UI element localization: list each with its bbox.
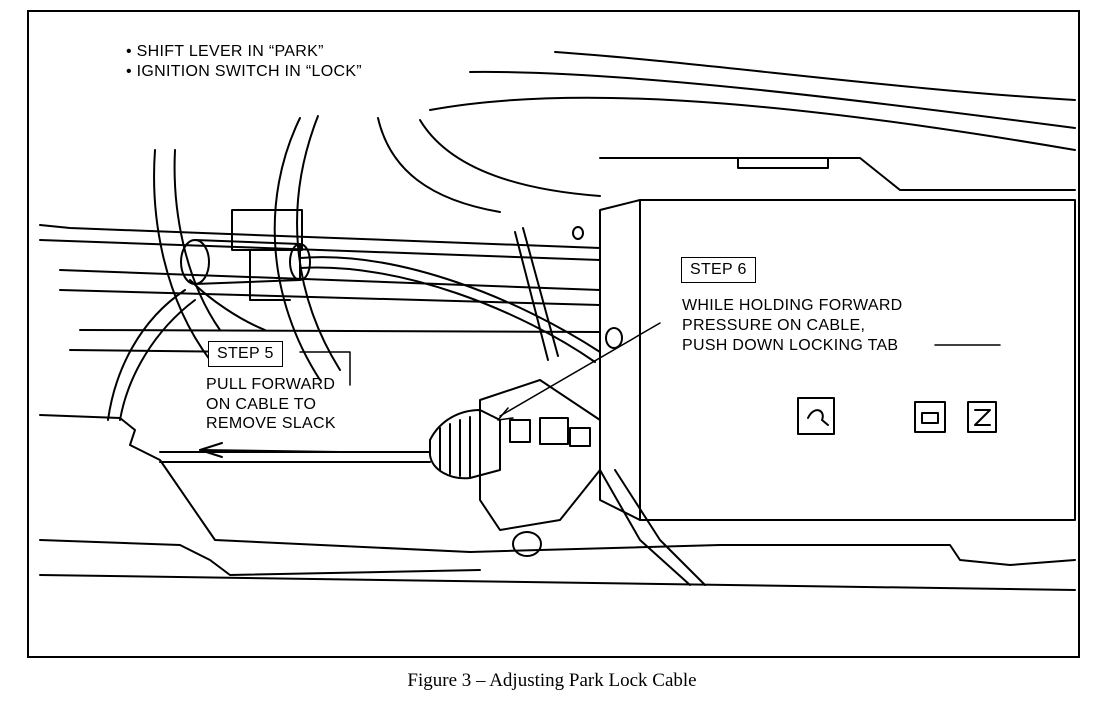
step-5-instruction-line-1: PULL FORWARD: [206, 376, 336, 393]
step-6-instruction-line-3: PUSH DOWN LOCKING TAB: [682, 337, 899, 354]
park-lock-cable: [107, 256, 601, 463]
pull-forward-arrow: [199, 442, 341, 458]
leader-lines: [299, 322, 1001, 421]
step-6-label: STEP 6: [681, 257, 756, 283]
step-6-instruction-line-2: PRESSURE ON CABLE,: [682, 317, 866, 334]
step-5-label: STEP 5: [208, 341, 283, 367]
lock-cable-connector: [429, 379, 706, 586]
frame-rails: [39, 224, 601, 361]
step-5-instruction-line-3: REMOVE SLACK: [206, 415, 336, 432]
condition-ignition-switch: • IGNITION SWITCH IN “LOCK”: [126, 63, 362, 80]
figure-caption: Figure 3 – Adjusting Park Lock Cable: [407, 670, 697, 691]
steering-column-shroud: [377, 51, 1076, 213]
ignition-module-housing: [572, 199, 1076, 521]
step-6-instruction-line-1: WHILE HOLDING FORWARD: [682, 297, 903, 314]
condition-shift-lever: • SHIFT LEVER IN “PARK”: [126, 43, 324, 60]
cable-retainer-clip: [180, 209, 311, 331]
dashboard-lower-trim: [39, 414, 1076, 591]
step-5-instruction-line-2: ON CABLE TO: [206, 396, 317, 413]
